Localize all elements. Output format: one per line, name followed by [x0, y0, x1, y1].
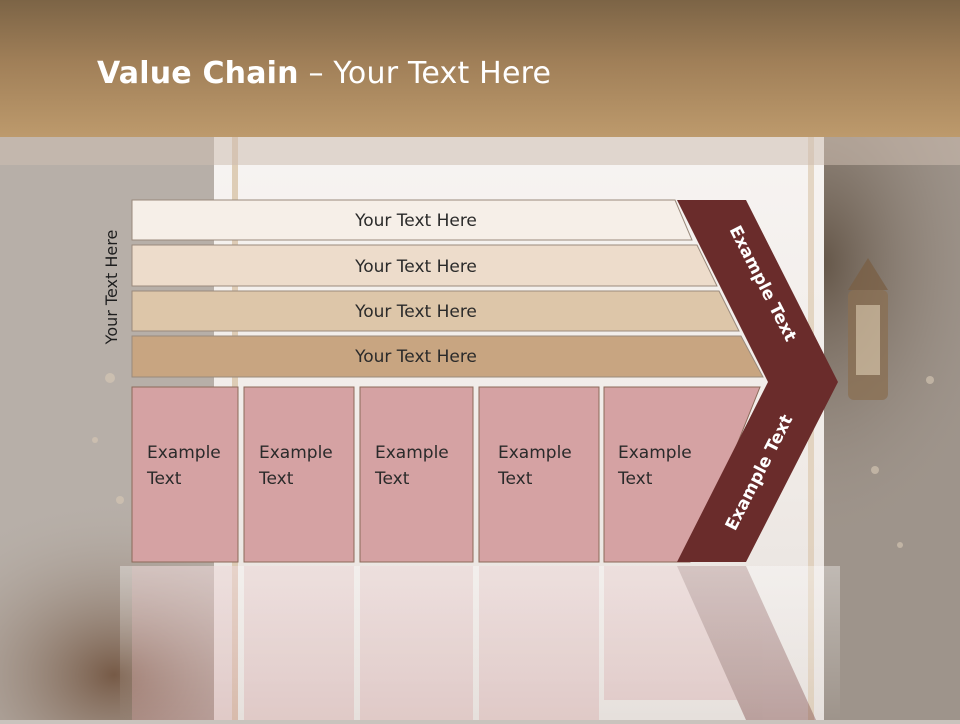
- row-2: Your Text Here: [131, 290, 740, 332]
- column-3: Example Text: [478, 386, 600, 563]
- row-3-label: Your Text Here: [354, 347, 477, 367]
- row-2-label: Your Text Here: [354, 302, 477, 322]
- column-3-line2: Text: [497, 469, 533, 489]
- title-bar: [0, 0, 960, 137]
- column-1: Example Text: [243, 386, 355, 563]
- row-0-label: Your Text Here: [354, 211, 477, 231]
- row-1-shape: [131, 244, 718, 287]
- title-rest: – Your Text Here: [298, 56, 552, 91]
- column-4: Example Text: [603, 386, 761, 563]
- slide-title: Value Chain – Your Text Here: [97, 56, 551, 91]
- row-1-label: Your Text Here: [354, 257, 477, 277]
- row-0-shape: [131, 199, 693, 241]
- column-4-line2: Text: [617, 469, 653, 489]
- column-3-box: [478, 386, 600, 563]
- lantern-decoration: [848, 258, 888, 400]
- chevron-shape: [677, 200, 838, 562]
- row-3-shape: [131, 335, 764, 378]
- title-subbar: [0, 137, 960, 165]
- row-3: Your Text Here: [131, 335, 764, 378]
- column-1-line1: Example: [259, 443, 333, 463]
- column-2: Example Text: [359, 386, 474, 563]
- row-1: Your Text Here: [131, 244, 718, 287]
- column-1-box: [243, 386, 355, 563]
- column-0-line1: Example: [147, 443, 221, 463]
- column-1-line2: Text: [258, 469, 294, 489]
- column-4-line1: Example: [618, 443, 692, 463]
- row-0: Your Text Here: [131, 199, 693, 241]
- column-0-line2: Text: [146, 469, 182, 489]
- column-0-box: [131, 386, 239, 563]
- column-3-line1: Example: [498, 443, 572, 463]
- column-2-box: [359, 386, 474, 563]
- column-2-line1: Example: [375, 443, 449, 463]
- row-2-shape: [131, 290, 740, 332]
- column-0: Example Text: [131, 386, 239, 563]
- snowflakes-decoration: [92, 373, 934, 548]
- column-2-line2: Text: [374, 469, 410, 489]
- title-bold: Value Chain: [97, 56, 299, 91]
- reflection-fade: [120, 566, 840, 720]
